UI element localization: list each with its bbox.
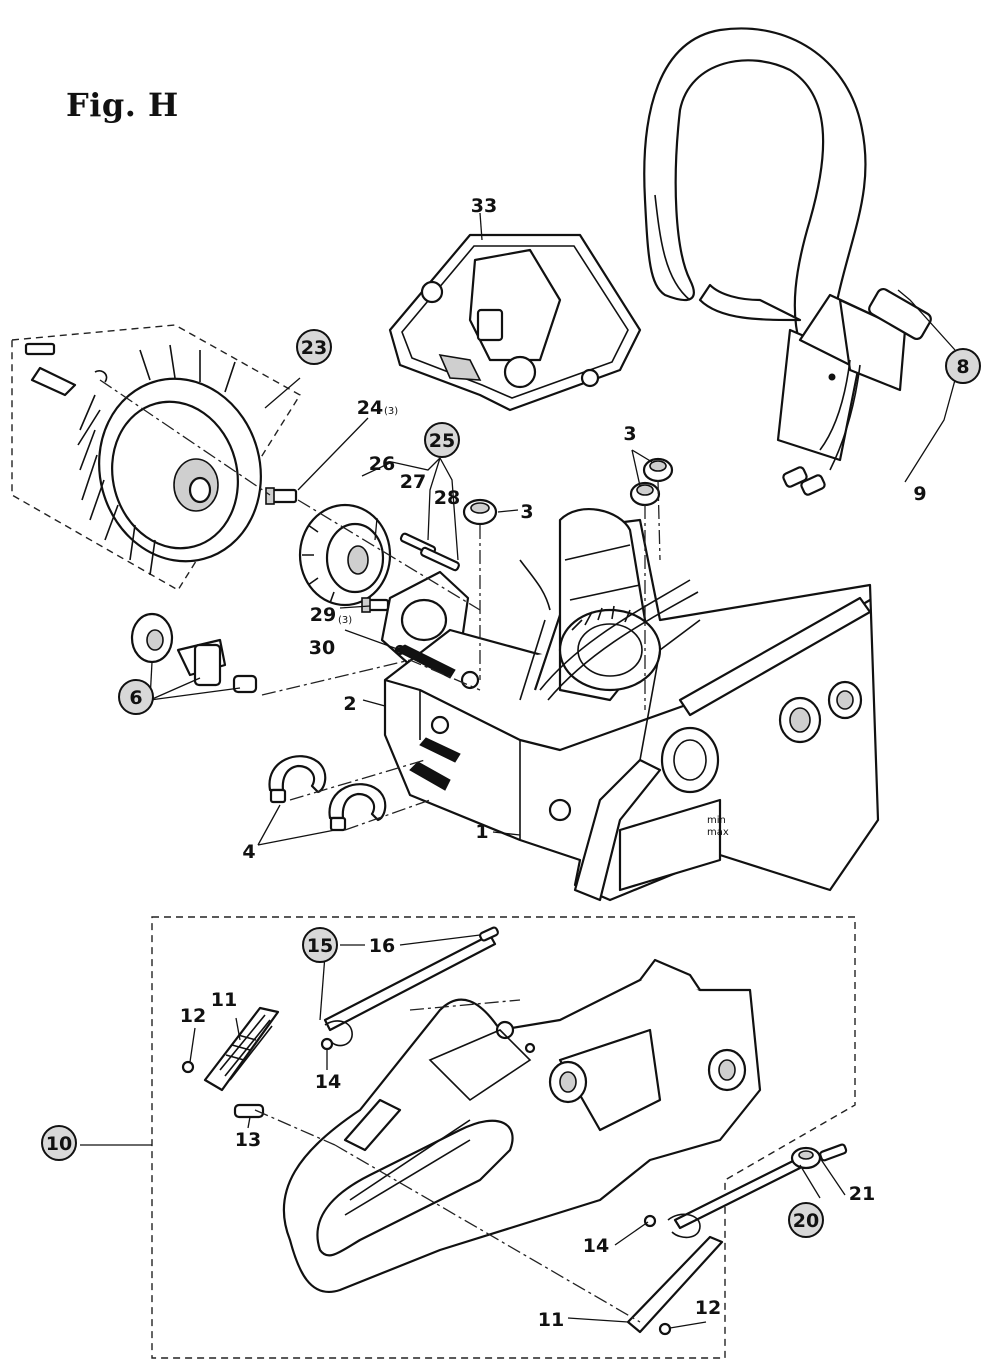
part-label-14-upper: 14 — [315, 1071, 341, 1093]
part-label-12-lower: 12 — [695, 1297, 721, 1319]
part-label-24-qty: (3) — [384, 406, 398, 417]
part-label-21: 21 — [849, 1183, 875, 1205]
callout-circle-23 — [296, 329, 332, 365]
part-label-14-lower: 14 — [583, 1235, 609, 1257]
flywheel — [77, 344, 262, 576]
rear-handle-group-box — [151, 916, 856, 1359]
part-label-29-qty: (3) — [338, 615, 352, 626]
part-label-6: 6 — [129, 687, 142, 709]
part-label-15: 15 — [307, 935, 333, 957]
part-label-16: 16 — [369, 935, 395, 957]
part-label-4: 4 — [242, 841, 255, 863]
plate-screw — [361, 597, 390, 613]
clutch-screw — [265, 487, 298, 505]
clutch-assembly — [298, 503, 392, 607]
part-label-10: 10 — [46, 1133, 72, 1155]
max-marking: max — [707, 827, 729, 838]
flywheel-key-parts — [24, 342, 108, 397]
clutch-pins — [399, 532, 460, 572]
figure-title: Fig. H — [66, 86, 179, 124]
part-label-29: 29 — [310, 604, 336, 626]
part-label-11-lower: 11 — [538, 1309, 564, 1331]
part-label-24: 24 — [357, 397, 383, 419]
leader-lines — [80, 212, 956, 1329]
part-label-20: 20 — [793, 1210, 819, 1232]
part-label-2: 2 — [343, 693, 356, 715]
throttle-trigger-upper — [181, 1006, 280, 1119]
part-label-12-upper: 12 — [180, 1005, 206, 1027]
throttle-trigger-lower — [626, 1214, 724, 1336]
callout-circle-6 — [118, 679, 154, 715]
part-label-8: 8 — [956, 356, 969, 378]
min-marking: min — [707, 815, 726, 826]
upper-housing-cover — [388, 233, 642, 412]
callout-circle-20 — [788, 1202, 824, 1238]
part-label-27: 27 — [400, 471, 426, 493]
rear-handle-housing — [282, 958, 762, 1293]
choke-rod — [667, 1143, 848, 1239]
assembly-centerlines — [99, 379, 661, 1323]
part-label-9: 9 — [913, 483, 926, 505]
chain-tensioner-parts — [130, 612, 258, 694]
rubber-buffers — [462, 457, 674, 526]
callout-circle-10 — [41, 1125, 77, 1161]
part-label-30: 30 — [309, 637, 335, 659]
part-label-23: 23 — [301, 337, 327, 359]
part-label-33: 33 — [471, 195, 497, 217]
part-label-11-upper: 11 — [211, 989, 237, 1011]
callout-circle-15 — [302, 927, 338, 963]
callout-circle-25 — [424, 422, 460, 458]
part-label-3-upper: 3 — [623, 423, 636, 445]
part-label-25: 25 — [429, 430, 455, 452]
part-label-26: 26 — [369, 453, 395, 475]
throttle-rod — [320, 926, 499, 1051]
callout-circle-8 — [945, 348, 981, 384]
part-label-1: 1 — [475, 821, 488, 843]
hose-clamps — [268, 755, 387, 832]
crankcase-body: min max — [383, 508, 880, 902]
front-handle-bar — [643, 27, 932, 496]
part-label-13: 13 — [235, 1129, 261, 1151]
part-label-3-lower: 3 — [520, 501, 533, 523]
part-label-28: 28 — [434, 487, 460, 509]
